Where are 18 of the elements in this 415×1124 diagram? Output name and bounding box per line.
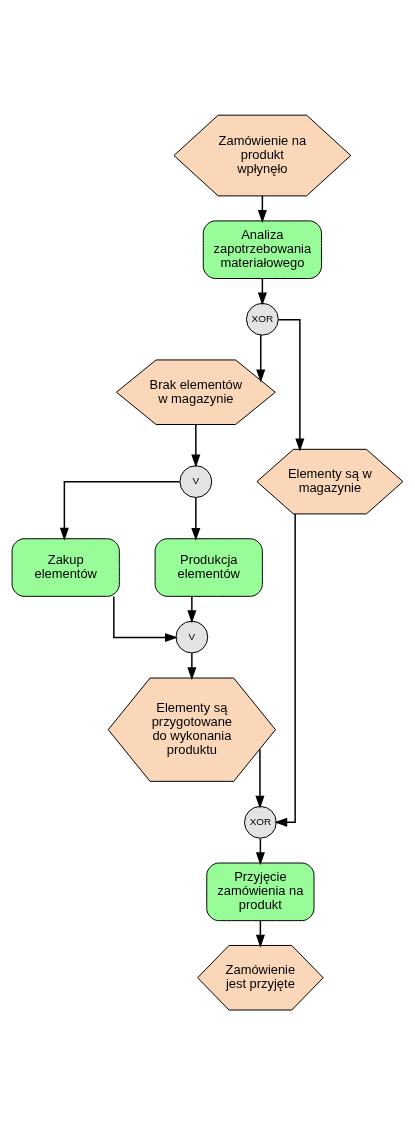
node-box: Produkcja elementów xyxy=(154,537,263,597)
arrow xyxy=(113,595,178,642)
arrow xyxy=(274,512,296,827)
node-circle: V xyxy=(179,464,213,498)
arrow xyxy=(191,423,201,468)
arrow xyxy=(191,496,201,541)
node-circle: XOR xyxy=(246,302,279,336)
arrow xyxy=(187,595,197,623)
arrow xyxy=(187,651,197,680)
node-circle: V xyxy=(175,620,209,653)
arrow xyxy=(256,333,266,382)
arrow xyxy=(255,748,265,809)
node-box: Analiza zapotrzebowania materiałowego xyxy=(202,219,322,279)
node-circle: XOR xyxy=(244,805,277,839)
arrow xyxy=(59,480,181,541)
node-box: Zakup elementów xyxy=(11,537,120,597)
arrow xyxy=(277,318,305,451)
node-box: Przyjęcie zamówienia na produkt xyxy=(206,862,315,921)
